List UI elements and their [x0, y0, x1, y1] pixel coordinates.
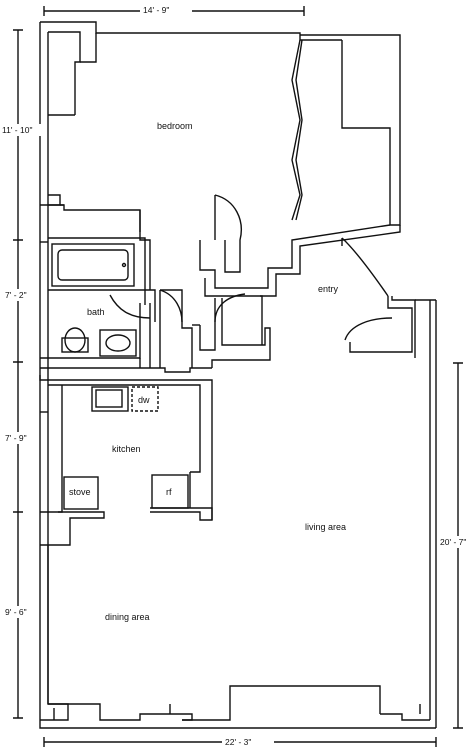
dimension-dining-height: 9' - 6" — [5, 607, 27, 617]
bath-sink — [99, 329, 137, 357]
dimension-bath-height: 7' - 2" — [5, 290, 27, 300]
refrigerator — [151, 474, 189, 509]
room-label-kitchen: kitchen — [112, 444, 141, 454]
bath-door — [109, 294, 151, 319]
dimension-bottom-width: 22' - 3" — [225, 737, 251, 747]
bifold-door — [291, 39, 301, 221]
fixture-label-stove: stove — [69, 487, 91, 497]
fixture-label-dishwasher: dw — [138, 395, 150, 405]
top-exterior-wall — [40, 21, 342, 41]
room-label-bedroom: bedroom — [157, 121, 193, 131]
room-label-entry: entry — [318, 284, 339, 294]
kitchen-wall — [39, 375, 213, 480]
closet-door — [214, 194, 242, 273]
bathtub — [51, 243, 135, 287]
dimension-top-width: 14' - 9" — [143, 5, 169, 15]
room-label-bath: bath — [87, 307, 105, 317]
bedroom-right-wall — [300, 34, 401, 226]
kitchen-sink — [91, 386, 129, 412]
entry-door — [341, 237, 389, 297]
dimension-kitchen-height: 7' - 9" — [5, 433, 27, 443]
dimension-living-height: 20' - 7" — [440, 537, 466, 547]
dishwasher — [131, 386, 159, 412]
room-label-living: living area — [305, 522, 346, 532]
dimension-bedroom-height: 11' - 10" — [2, 125, 32, 135]
room-label-dining: dining area — [105, 612, 150, 622]
fixture-label-refrigerator: rf — [166, 487, 172, 497]
right-exterior-wall — [391, 296, 416, 358]
stove — [63, 476, 99, 510]
